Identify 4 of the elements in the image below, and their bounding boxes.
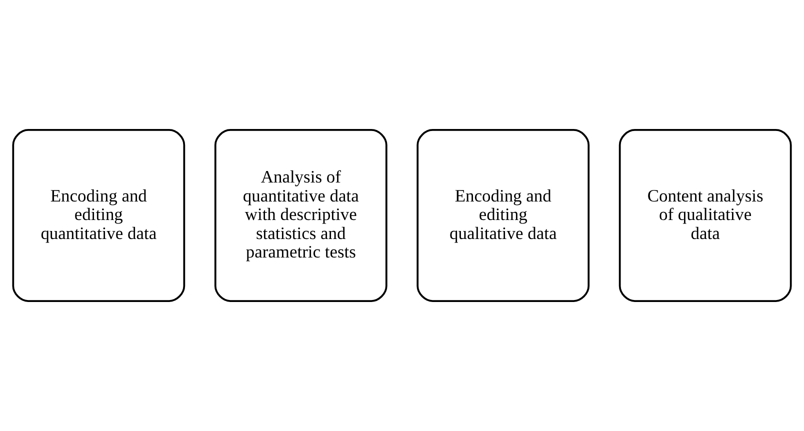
node-box: Content analysis of qualitative data bbox=[618, 129, 792, 302]
node-box: Encoding and editing quantitative data bbox=[12, 129, 186, 302]
node-box: Encoding and editing qualitative data bbox=[416, 129, 590, 302]
node-box: Analysis of quantitative data with descriptive statistics and parametric tests bbox=[214, 129, 388, 302]
